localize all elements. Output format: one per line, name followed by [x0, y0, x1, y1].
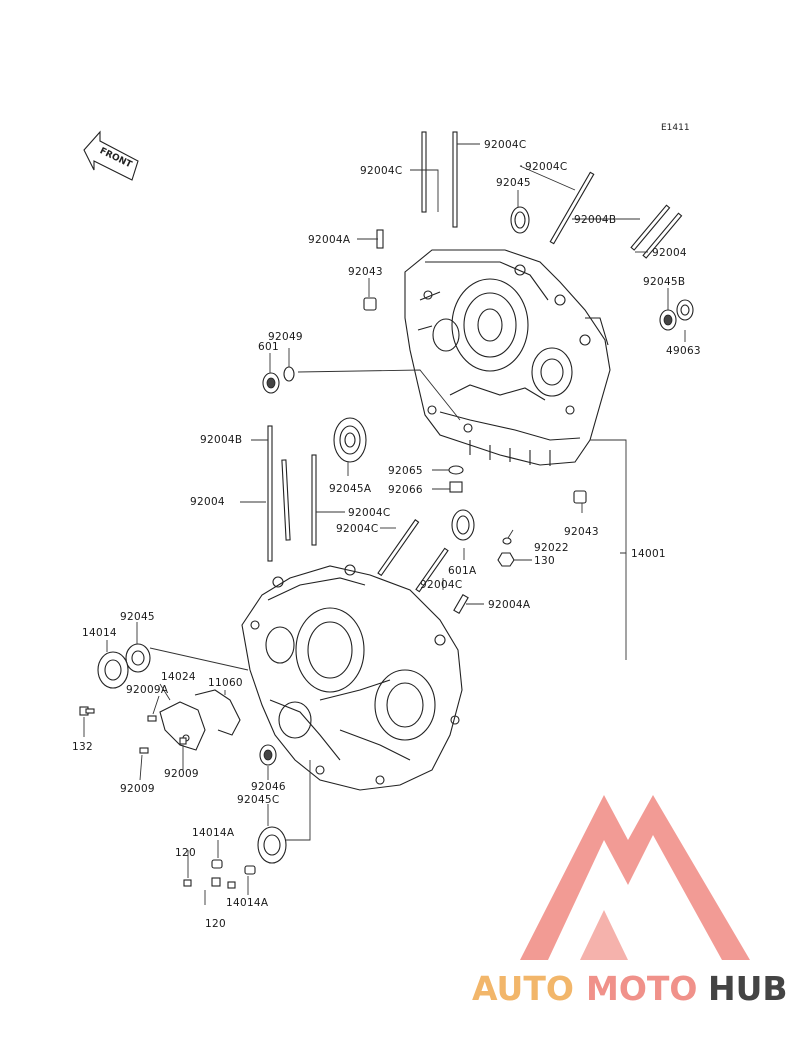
part-label: 92004B — [574, 214, 616, 226]
part-label: 92045 — [120, 611, 155, 623]
watermark-auto: AUTO — [472, 969, 574, 1008]
lower-crankcase-half — [241, 564, 463, 791]
part-label: 92004B — [200, 434, 242, 446]
part-label: 120 — [205, 918, 226, 930]
part-label: 49063 — [666, 345, 701, 357]
part-label: 92004C — [360, 165, 403, 177]
diagram-code: E1411 — [661, 123, 690, 133]
part-label: 92066 — [388, 484, 423, 496]
part-label: 92004C — [484, 139, 527, 151]
front-arrow-icon: FRONT — [83, 130, 139, 181]
part-label: 92009A — [126, 684, 169, 696]
part-label: 92009 — [164, 768, 199, 780]
part-label: 92065 — [388, 465, 423, 477]
automotohub-logo-icon — [520, 795, 750, 960]
watermark-moto: MOTO — [586, 969, 697, 1008]
part-labels: 92004C 92004C 92004C 92045 92004B 92004A… — [72, 139, 701, 930]
part-label: 92049 — [268, 331, 303, 343]
watermark-hub: HUB — [708, 969, 788, 1008]
part-label: 92004C — [336, 523, 379, 535]
watermark: AUTO MOTO HUB — [472, 795, 788, 1008]
part-label: 92045 — [496, 177, 531, 189]
bearings-and-seals — [79, 206, 694, 889]
part-label: 92045C — [237, 794, 280, 806]
part-label: 601 — [258, 341, 279, 353]
part-label: 14014 — [82, 627, 117, 639]
part-label: 14024 — [161, 671, 196, 683]
part-label: 92004A — [488, 599, 531, 611]
part-label: 92009 — [120, 783, 155, 795]
part-label: 92045B — [643, 276, 685, 288]
part-label: 120 — [175, 847, 196, 859]
upper-crankcase-half — [404, 249, 611, 466]
part-label: 14001 — [631, 548, 666, 560]
part-label: 14014A — [226, 897, 269, 909]
part-label: 92045A — [329, 483, 372, 495]
stud-bolts-lower — [267, 425, 469, 615]
leader-lines — [83, 143, 686, 905]
part-label: 92004A — [308, 234, 351, 246]
part-label: 92022 — [534, 542, 569, 554]
part-label: 14014A — [192, 827, 235, 839]
part-label: 601A — [448, 565, 477, 577]
part-label: 92046 — [251, 781, 286, 793]
part-label: 92004C — [525, 161, 568, 173]
part-label: 92004C — [348, 507, 391, 519]
part-label: 11060 — [208, 677, 243, 689]
part-label: 92004C — [420, 579, 463, 591]
part-label: 92004 — [652, 247, 687, 259]
part-label: 132 — [72, 741, 93, 753]
part-label: 92043 — [348, 266, 383, 278]
part-label: 92043 — [564, 526, 599, 538]
part-label: 92004 — [190, 496, 225, 508]
part-label: 130 — [534, 555, 555, 567]
stud-bolts-upper — [376, 131, 683, 259]
